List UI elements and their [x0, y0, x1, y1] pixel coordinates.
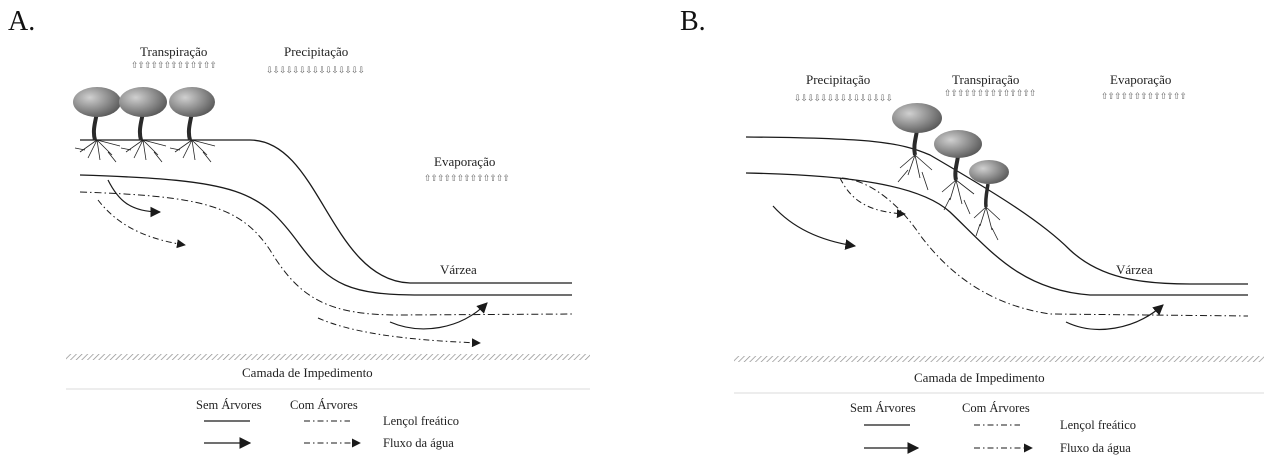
legend-with-trees: Com Árvores [962, 401, 1030, 415]
water-table-without-trees [745, 172, 1248, 296]
flow-arrow-solid-2 [1065, 304, 1164, 330]
label-evaporation: Evaporação [1110, 72, 1172, 87]
panel-a-letter: A. [8, 6, 36, 37]
tree-2 [119, 87, 167, 163]
legend-water-flow: Fluxo da água [1060, 441, 1131, 455]
water-table-with-trees [841, 177, 1249, 317]
water-table-with-trees [79, 191, 573, 316]
panel-b-diagram [734, 103, 1264, 454]
precipitation-arrows-icon: ⇩⇩⇩⇩⇩⇩⇩⇩⇩⇩⇩⇩⇩⇩⇩ [794, 94, 893, 104]
panel-a-diagram [66, 87, 590, 449]
tree-3 [969, 160, 1009, 241]
label-transpiration: Transpiração [952, 72, 1020, 87]
label-impediment-layer: Camada de Impedimento [242, 365, 373, 380]
evaporation-arrows-icon: ⇧⇧⇧⇧⇧⇧⇧⇧⇧⇧⇧⇧⇧ [1101, 92, 1187, 102]
tree-1 [892, 103, 942, 191]
label-precipitation: Precipitação [284, 44, 349, 59]
label-evaporation: Evaporação [434, 154, 496, 169]
impediment-layer-hatch [734, 356, 1264, 362]
panel-b-letter: B. [680, 6, 706, 37]
legend-with-trees: Com Árvores [290, 398, 358, 412]
ground-surface [80, 139, 572, 284]
precipitation-arrows-icon: ⇩⇩⇩⇩⇩⇩⇩⇩⇩⇩⇩⇩⇩⇩⇩ [266, 66, 365, 76]
legend-water-flow: Fluxo da água [383, 436, 454, 450]
ground-surface [745, 136, 1248, 285]
label-floodplain: Várzea [440, 262, 477, 277]
label-impediment-layer: Camada de Impedimento [914, 370, 1045, 385]
impediment-layer-hatch [66, 354, 590, 360]
legend-water-table: Lençol freático [1060, 418, 1136, 432]
legend-without-trees: Sem Árvores [196, 398, 262, 412]
panel-a: A. Transpiração ⇧⇧⇧⇧⇧⇧⇧⇧⇧⇧⇧⇧⇧ Precipitaç… [0, 0, 600, 456]
tree-2 [934, 130, 982, 215]
flow-arrow-solid-2 [389, 302, 488, 330]
water-table-without-trees [79, 174, 572, 296]
tree-1 [73, 87, 121, 163]
label-transpiration: Transpiração [140, 44, 208, 59]
flow-arrow-dashed-2 [317, 317, 481, 348]
evaporation-arrows-icon: ⇧⇧⇧⇧⇧⇧⇧⇧⇧⇧⇧⇧⇧ [424, 174, 510, 184]
label-precipitation: Precipitação [806, 72, 871, 87]
transpiration-arrows-icon: ⇧⇧⇧⇧⇧⇧⇧⇧⇧⇧⇧⇧⇧⇧ [944, 89, 1037, 99]
legend-without-trees: Sem Árvores [850, 401, 916, 415]
transpiration-arrows-icon: ⇧⇧⇧⇧⇧⇧⇧⇧⇧⇧⇧⇧⇧ [131, 61, 217, 71]
flow-arrow-solid-1 [107, 179, 162, 218]
label-floodplain: Várzea [1116, 262, 1153, 277]
flow-arrow-dashed-1 [97, 199, 186, 249]
flow-arrow-solid-1 [772, 205, 857, 250]
panel-b: B. Precipitação ⇩⇩⇩⇩⇩⇩⇩⇩⇩⇩⇩⇩⇩⇩⇩ Transpir… [670, 0, 1266, 456]
tree-3 [169, 87, 216, 163]
legend-water-table: Lençol freático [383, 414, 459, 428]
flow-arrow-dashed-1 [839, 177, 906, 219]
